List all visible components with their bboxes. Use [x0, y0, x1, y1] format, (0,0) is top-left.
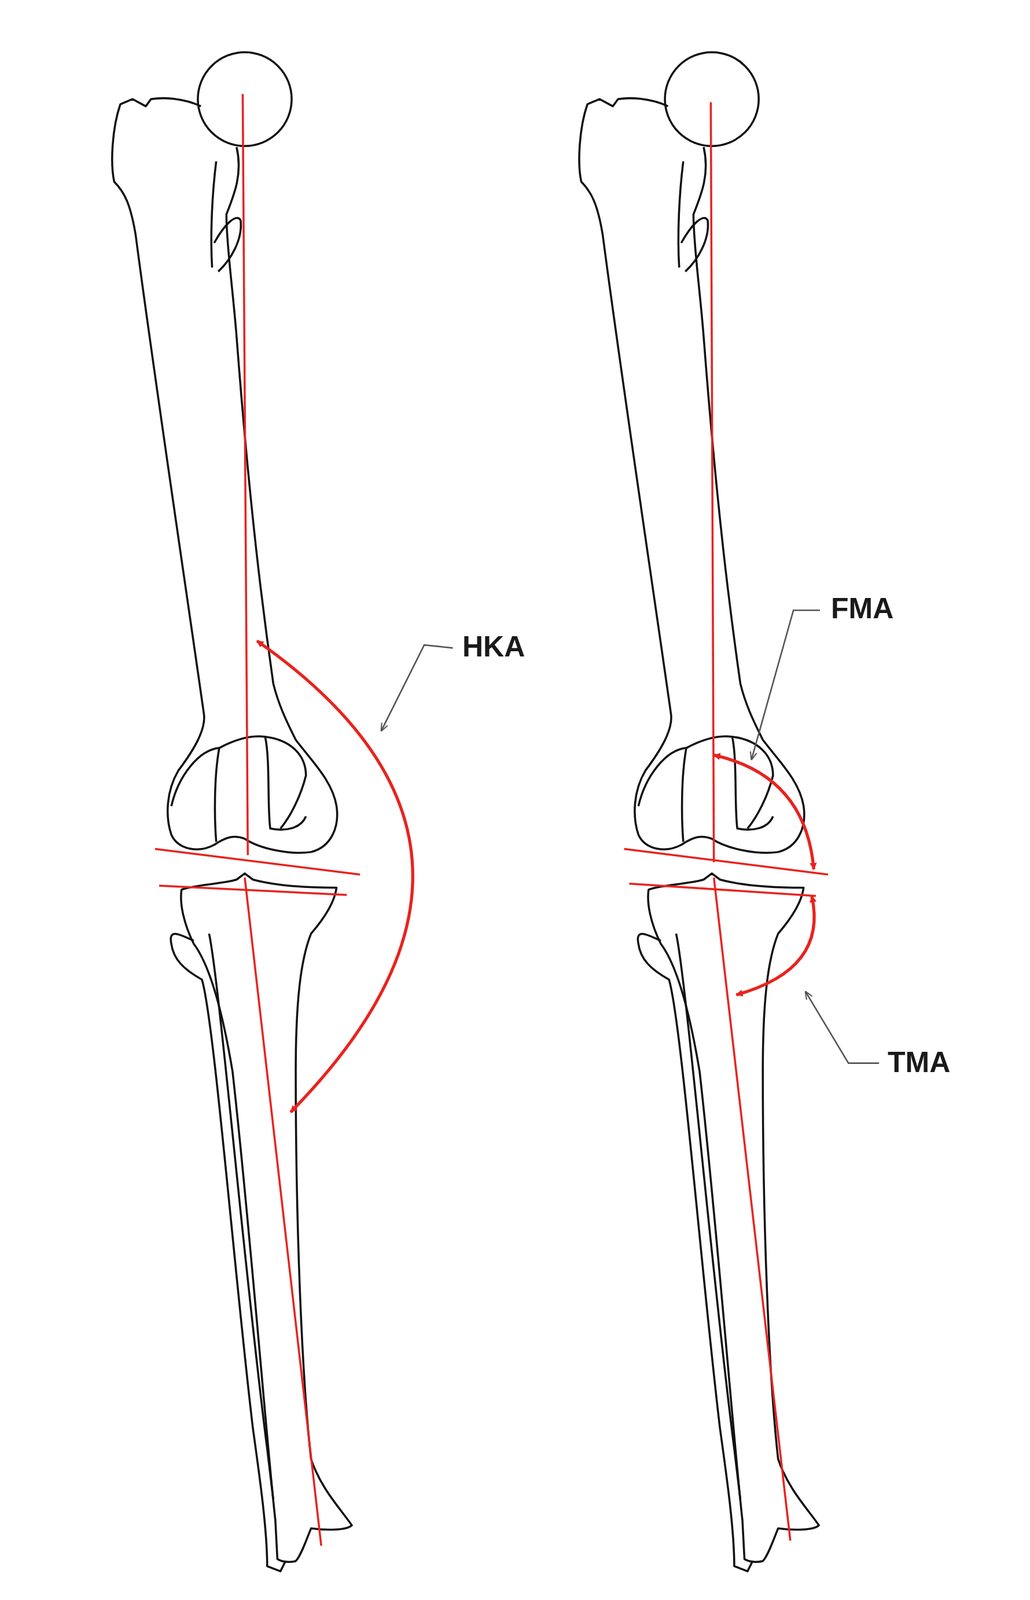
left-leg-bones [112, 52, 352, 1571]
leader-lines [381, 609, 879, 1063]
angle-label: HKA [460, 630, 528, 663]
angle-label: TMA [885, 1046, 953, 1079]
right-leg-bones [579, 52, 819, 1571]
axis-lines [155, 93, 829, 1545]
angle-label: FMA [828, 592, 896, 625]
